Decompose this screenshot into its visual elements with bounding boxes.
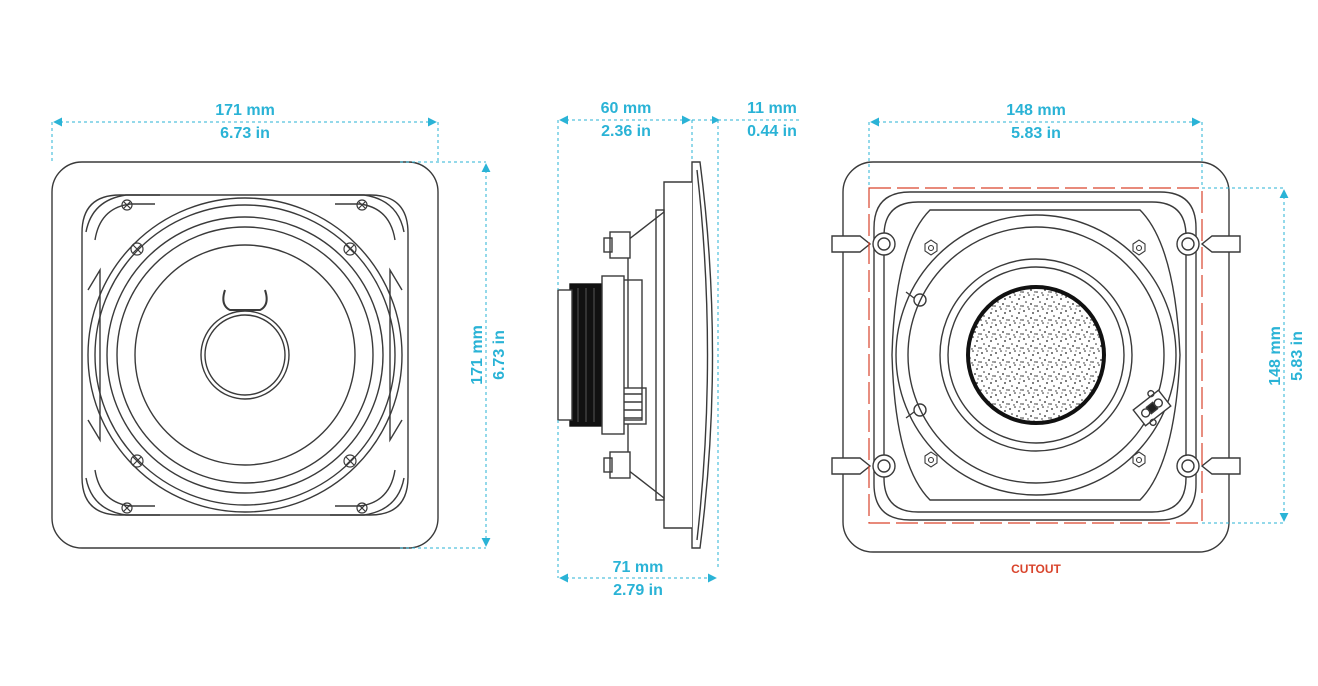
side-total-in: 2.79 in [613,582,663,599]
side-depth-in: 2.36 in [601,123,651,140]
side-dimensions [557,115,800,583]
back-height-mm: 148 mm [1267,326,1284,386]
side-flange-in: 0.44 in [747,123,797,140]
side-depth-mm: 60 mm [601,100,652,117]
back-terminal [1132,389,1172,427]
cutout-outline [868,187,1203,524]
side-basket [663,181,692,529]
cutout-label: CUTOUT [1011,562,1061,576]
front-dimensions [51,117,491,549]
back-hex-nuts [924,239,1146,468]
back-view [831,161,1241,553]
side-backplate [557,289,573,421]
back-width-in: 5.83 in [1011,125,1061,142]
back-dimensions [868,117,1289,524]
back-magnet-foam [966,285,1106,425]
back-width-mm: 148 mm [1006,102,1066,119]
back-mount-holes [872,232,1200,478]
front-basket-ring [87,197,403,513]
front-width-mm: 171 mm [215,102,275,119]
front-width-in: 6.73 in [220,125,270,142]
front-flange [51,161,439,549]
front-height-mm: 171 mm [469,325,486,385]
side-flange [691,161,714,549]
side-total-mm: 71 mm [613,559,664,576]
front-height-in: 6.73 in [491,330,508,380]
side-view [557,161,714,549]
front-screws [121,199,368,514]
back-height-in: 5.83 in [1289,331,1306,381]
front-view [51,161,439,549]
front-surround [106,216,384,494]
front-cone [134,244,356,466]
side-flange-mm: 11 mm [747,100,797,117]
